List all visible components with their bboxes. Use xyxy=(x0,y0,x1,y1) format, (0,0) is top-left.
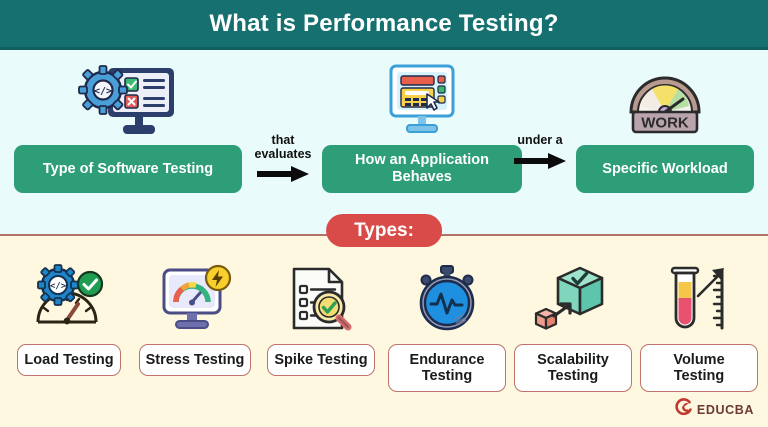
type-card-stress[interactable]: Stress Testing xyxy=(136,262,254,377)
document-magnifier-check-icon xyxy=(282,262,360,336)
flow-connector-1: that evaluates xyxy=(244,133,322,189)
flow-label-2: How an Application Behaves xyxy=(322,145,522,193)
connector-label-2: under a xyxy=(517,133,563,147)
svg-text:</>: </> xyxy=(50,282,67,292)
educba-logo: EDUCBA xyxy=(674,398,754,421)
svg-text:WORK: WORK xyxy=(641,115,689,132)
type-card-spike[interactable]: Spike Testing xyxy=(262,262,380,377)
stopwatch-pulse-icon xyxy=(408,262,486,336)
type-card-endurance[interactable]: Endurance Testing xyxy=(388,262,506,393)
type-card-volume[interactable]: Volume Testing xyxy=(640,262,758,393)
types-badge: Types: xyxy=(326,214,442,247)
page-title: What is Performance Testing? xyxy=(209,9,559,37)
type-label-load: Load Testing xyxy=(17,344,121,377)
type-card-scalability[interactable]: Scalability Testing xyxy=(514,262,632,393)
type-label-stress: Stress Testing xyxy=(138,344,252,377)
type-label-spike: Spike Testing xyxy=(267,344,375,377)
types-panel: </> Load Testing xyxy=(0,236,768,427)
educba-swirl-icon xyxy=(674,398,692,421)
definition-panel: </> Type of Software Testing that evalua… xyxy=(0,50,768,235)
flow-connector-2: under a xyxy=(504,133,576,176)
type-label-volume: Volume Testing xyxy=(640,344,758,393)
monitor-code-checklist-icon: </> xyxy=(14,62,242,140)
connector-text-1: that evaluates xyxy=(254,133,312,161)
arrow-right-icon xyxy=(244,164,322,189)
monitor-speedometer-bolt-icon xyxy=(156,262,234,336)
header-banner: What is Performance Testing? xyxy=(0,0,768,50)
flow-node-3: WORK Specific Workload xyxy=(576,62,754,193)
test-tube-ruler-icon xyxy=(660,262,738,336)
monitor-app-cursor-icon xyxy=(322,62,522,140)
arrow-right-icon xyxy=(504,151,576,176)
flow-node-1: </> Type of Software Testing xyxy=(14,62,242,193)
connector-label-1: that evaluates xyxy=(244,133,322,161)
type-label-endurance: Endurance Testing xyxy=(388,344,506,393)
svg-text:</>: </> xyxy=(94,86,112,97)
type-label-scalability: Scalability Testing xyxy=(514,344,632,393)
flow-label-3: Specific Workload xyxy=(576,145,754,193)
boxes-scale-arrow-icon xyxy=(534,262,612,336)
definition-flow: </> Type of Software Testing that evalua… xyxy=(0,50,768,235)
type-card-load[interactable]: </> Load Testing xyxy=(10,262,128,377)
gear-gauge-check-icon: </> xyxy=(30,262,108,336)
flow-node-2: How an Application Behaves xyxy=(322,62,522,193)
flow-label-1: Type of Software Testing xyxy=(14,145,242,193)
educba-logo-text: EDUCBA xyxy=(696,402,754,417)
types-row: </> Load Testing xyxy=(0,262,768,393)
work-gauge-icon: WORK xyxy=(576,62,754,140)
